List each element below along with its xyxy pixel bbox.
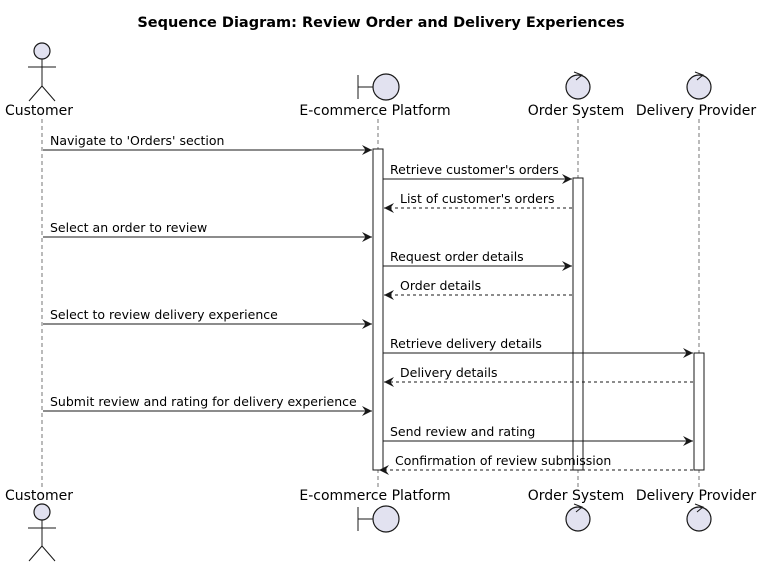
message-label: Select to review delivery experience <box>50 307 278 322</box>
message: Retrieve customer's orders <box>383 162 572 184</box>
activation-platform <box>372 148 384 471</box>
participant-customer-bottom: Customer <box>5 488 73 562</box>
participant-label: Delivery Provider <box>636 488 756 504</box>
lifelines <box>41 119 700 487</box>
message-label: Select an order to review <box>50 220 207 235</box>
message: List of customer's orders <box>384 191 572 213</box>
message: Order details <box>384 278 572 300</box>
control-icon <box>565 503 591 532</box>
participant-label: E-commerce Platform <box>299 103 450 119</box>
message: Delivery details <box>384 365 693 387</box>
control-icon <box>565 71 591 100</box>
message: Submit review and rating for delivery ex… <box>43 394 372 416</box>
message: Select to review delivery experience <box>43 307 372 329</box>
actor-icon <box>28 42 56 102</box>
message-label: Submit review and rating for delivery ex… <box>50 394 357 409</box>
activation-order-system <box>572 177 584 471</box>
participant-label: E-commerce Platform <box>299 488 450 504</box>
message-label: Send review and rating <box>390 424 535 439</box>
participant-delivery-provider-top: Delivery Provider <box>636 71 756 119</box>
participant-label: Customer <box>5 103 73 119</box>
message: Retrieve delivery details <box>383 336 693 358</box>
message-label: Retrieve delivery details <box>390 336 542 351</box>
participant-delivery-provider-bottom: Delivery Provider <box>636 488 756 532</box>
boundary-icon <box>357 73 400 101</box>
participant-order-system-bottom: Order System <box>528 488 624 532</box>
message-label: List of customer's orders <box>400 191 554 206</box>
message: Confirmation of review submission <box>379 453 693 475</box>
message-label: Order details <box>400 278 481 293</box>
participant-label: Order System <box>528 488 624 504</box>
message: Select an order to review <box>43 220 372 242</box>
actor-icon <box>28 503 56 562</box>
participant-platform-top: E-commerce Platform <box>299 73 451 119</box>
participant-platform-bottom: E-commerce Platform <box>299 488 451 533</box>
participant-label: Delivery Provider <box>636 103 756 119</box>
message: Navigate to 'Orders' section <box>43 133 372 155</box>
message-label: Retrieve customer's orders <box>390 162 559 177</box>
participant-order-system-top: Order System <box>528 71 624 119</box>
message-label: Confirmation of review submission <box>395 453 611 468</box>
boundary-icon <box>357 505 400 533</box>
participant-label: Order System <box>528 103 624 119</box>
message: Request order details <box>383 249 572 271</box>
control-icon <box>686 71 712 100</box>
message-label: Navigate to 'Orders' section <box>50 133 224 148</box>
control-icon <box>686 503 712 532</box>
messages: Navigate to 'Orders' section Retrieve cu… <box>43 133 693 475</box>
message: Send review and rating <box>383 424 693 446</box>
diagram-title: Sequence Diagram: Review Order and Deliv… <box>137 15 624 31</box>
participant-label: Customer <box>5 488 73 504</box>
message-label: Delivery details <box>400 365 498 380</box>
message-label: Request order details <box>390 249 524 264</box>
activation-delivery-provider <box>693 352 705 471</box>
participant-customer-top: Customer <box>5 42 73 119</box>
